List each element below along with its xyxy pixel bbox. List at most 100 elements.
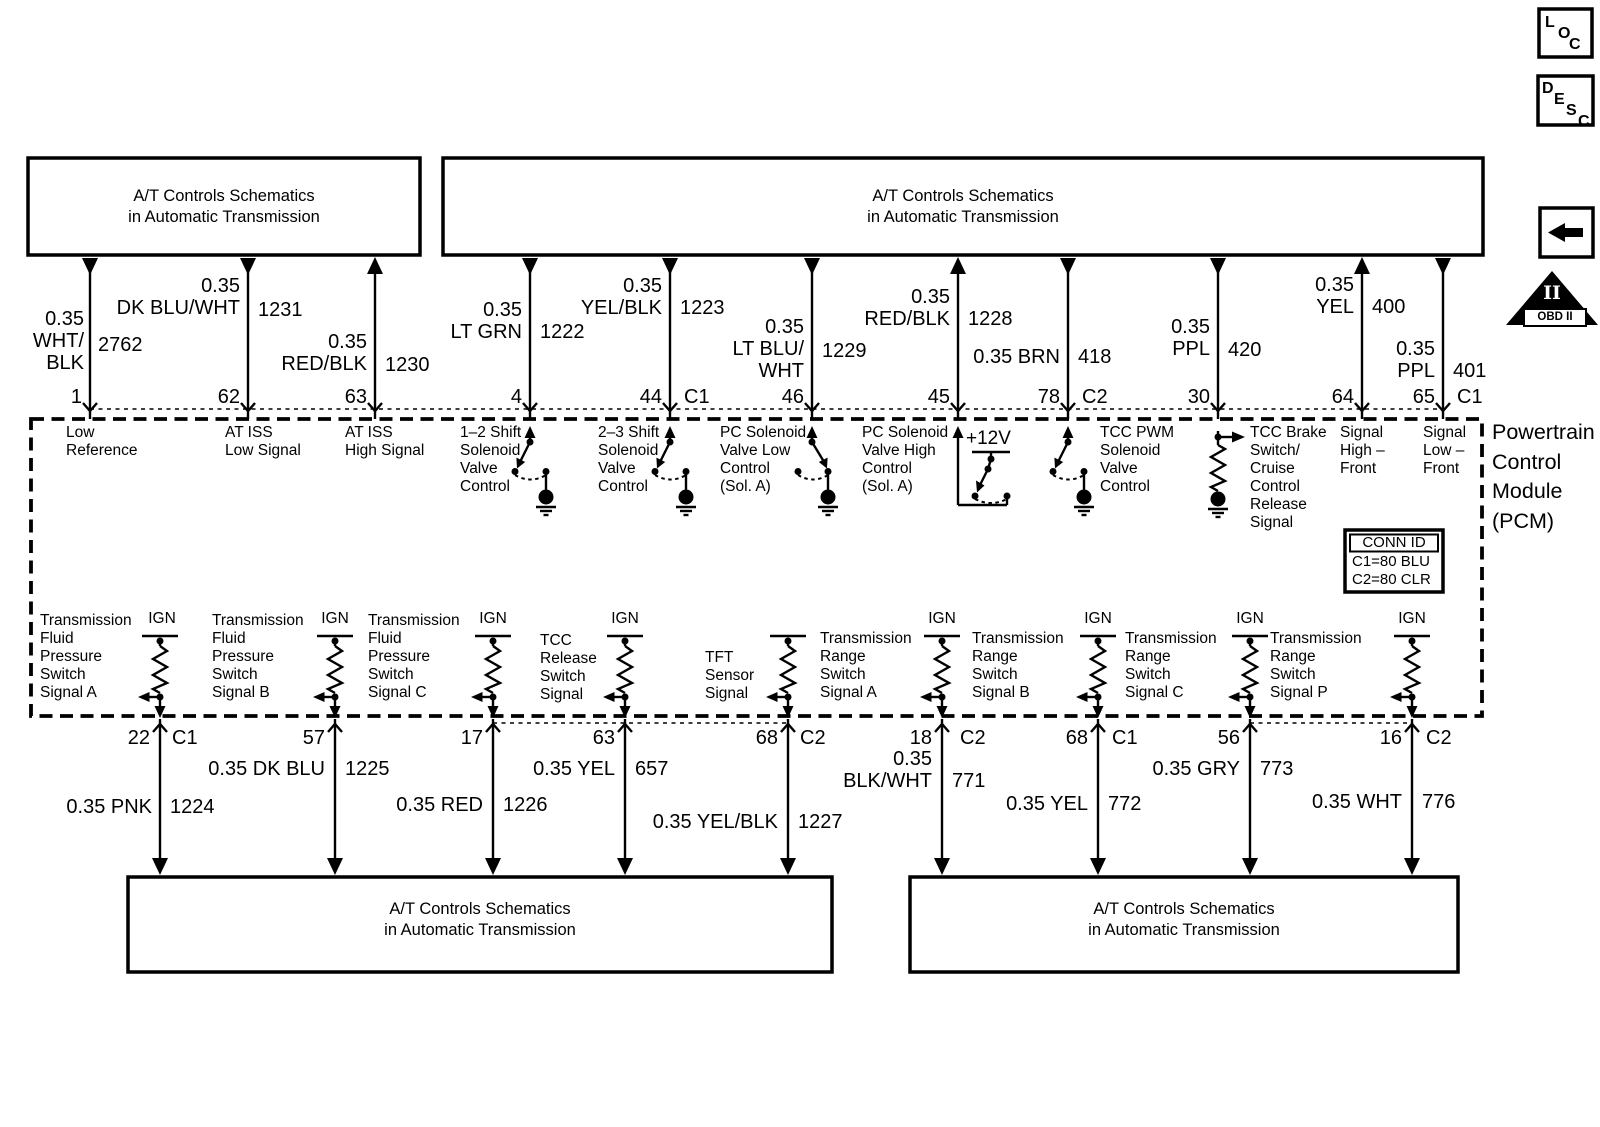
desc-icon[interactable]: D [1542,80,1554,97]
circuit-number: 1225 [345,758,390,780]
wire-label: 0.35 DK BLU [208,758,325,780]
ign-label: IGN [148,610,176,627]
circuit-number: 1223 [680,297,725,319]
pin-number: 45 [927,386,950,408]
ign-label: IGN [1398,610,1426,627]
pin-number: 64 [1331,386,1354,408]
conn-id-c2: C2=80 CLR [1352,571,1431,588]
wire-label: 0.35 LT BLU/ WHT [732,316,804,382]
pcm-signal-label: Transmission Range Switch Signal A [820,630,912,701]
pcm-signal-label: Transmission Range Switch Signal P [1270,630,1362,701]
loc-icon-letter[interactable]: O [1558,25,1571,42]
pcm-signal-label: AT ISS High Signal [345,424,425,459]
pin-number: 30 [1187,386,1210,408]
pcm-signal-label: Transmission Fluid Pressure Switch Signa… [40,612,132,701]
pin-number: 57 [302,727,325,749]
pin-number: 18 [909,727,932,749]
pin-number: 1 [70,386,82,408]
circuit-number: 1229 [822,340,867,362]
circuit-number: 776 [1422,791,1456,813]
circuit-number: 418 [1078,346,1112,368]
offpage-ref-top-right[interactable]: A/T Controls Schematics in Automatic Tra… [867,187,1059,226]
circuit-number: 1230 [385,354,430,376]
pin-number: 17 [460,727,483,749]
pin-number: 65 [1412,386,1435,408]
pin-number: 44 [639,386,662,408]
circuit-number: 1231 [258,299,303,321]
pin-number: 63 [592,727,615,749]
module-name: Powertrain Control Module (PCM) [1492,420,1595,533]
loc-icon[interactable]: L [1545,14,1555,31]
circuit-number: 420 [1228,339,1262,361]
pcm-signal-label: TCC Release Switch Signal [540,632,597,703]
pin-number: 78 [1037,386,1060,408]
connector-id: C2 [1426,727,1452,749]
circuit-number: 773 [1260,758,1294,780]
conn-id-c1: C1=80 BLU [1352,553,1430,570]
pcm-signal-label: TFT Sensor Signal [705,649,755,702]
connector-id: C2 [960,727,986,749]
wire-label: 0.35 BRN [973,346,1060,368]
desc-icon-letter[interactable]: S [1566,102,1577,119]
pin-number: 46 [781,386,804,408]
conn-id-title: CONN ID [1362,534,1426,551]
offpage-ref-bottom-right[interactable]: A/T Controls Schematics in Automatic Tra… [1088,900,1280,939]
desc-icon-letter[interactable]: C [1578,113,1590,130]
pin-number: 16 [1379,727,1402,749]
pin-number: 22 [127,727,150,749]
pcm-signal-label: AT ISS Low Signal [225,424,301,459]
circuit-number: 1224 [170,796,215,818]
pcm-signal-label: Transmission Range Switch Signal C [1125,630,1217,701]
pin-number: 68 [755,727,778,749]
wire-label: 0.35 GRY [1152,758,1240,780]
pcm-signal-label: Transmission Range Switch Signal B [972,630,1064,701]
connector-id: C1 [1457,386,1483,408]
circuit-number: 772 [1108,793,1142,815]
wire-label: 0.35 RED/BLK [864,286,950,330]
wire-label: 0.35 DK BLU/WHT [116,275,240,319]
pin-number: 63 [344,386,367,408]
pcm-signal-label: 2–3 Shift Solenoid Valve Control [598,424,660,495]
wire-label: 0.35 WHT [1311,791,1402,813]
circuit-number: 1228 [968,308,1013,330]
wire-label: 0.35 BLK/WHT [843,748,932,792]
wire-label: 0.35 LT GRN [450,299,523,343]
wire-label: 0.35 PPL [1396,338,1435,382]
pin-number: 68 [1065,727,1088,749]
offpage-ref-top-left[interactable]: A/T Controls Schematics in Automatic Tra… [128,187,320,226]
obd2-icon-label: OBD II [1523,308,1587,327]
pcm-signal-label: PC Solenoid Valve High Control (Sol. A) [862,424,949,495]
wire-label: 0.35 YEL/BLK [580,275,662,319]
wire-label: 0.35 YEL [1006,793,1088,815]
desc-icon-letter[interactable]: E [1554,91,1565,108]
ign-label: IGN [1084,610,1112,627]
obd2-icon: II [1543,282,1561,304]
ign-label: IGN [479,610,507,627]
wire-label: 0.35 PPL [1171,316,1210,360]
circuit-number: 1222 [540,321,585,343]
pcm-signal-label: 1–2 Shift Solenoid Valve Control [460,424,522,495]
ign-label: IGN [321,610,349,627]
connector-id: C1 [172,727,198,749]
pcm-signal-label: PC Solenoid Valve Low Control (Sol. A) [720,424,807,495]
ign-label: IGN [611,610,639,627]
offpage-ref-bottom-left[interactable]: A/T Controls Schematics in Automatic Tra… [384,900,576,939]
pin-number: 4 [510,386,522,408]
circuit-number: 401 [1453,360,1487,382]
back-arrow-icon[interactable] [1540,208,1593,257]
pcm-signal-label: TCC Brake Switch/ Cruise Control Release… [1250,424,1327,531]
circuit-number: 657 [635,758,669,780]
connector-id: C1 [684,386,710,408]
pcm-signal-label: Transmission Fluid Pressure Switch Signa… [368,612,460,701]
wire-label: 0.35 YEL [1315,274,1354,318]
pin-number: 62 [217,386,240,408]
circuit-number: 400 [1372,296,1406,318]
ign-label: IGN [1236,610,1264,627]
pcm-signal-label: Signal High – Front [1340,424,1385,477]
wire-label: 0.35 YEL/BLK [652,811,778,833]
loc-icon-letter[interactable]: C [1569,36,1581,53]
wire-label: 0.35 WHT/ BLK [32,308,84,374]
pcm-signal-label: Low Reference [66,424,138,459]
